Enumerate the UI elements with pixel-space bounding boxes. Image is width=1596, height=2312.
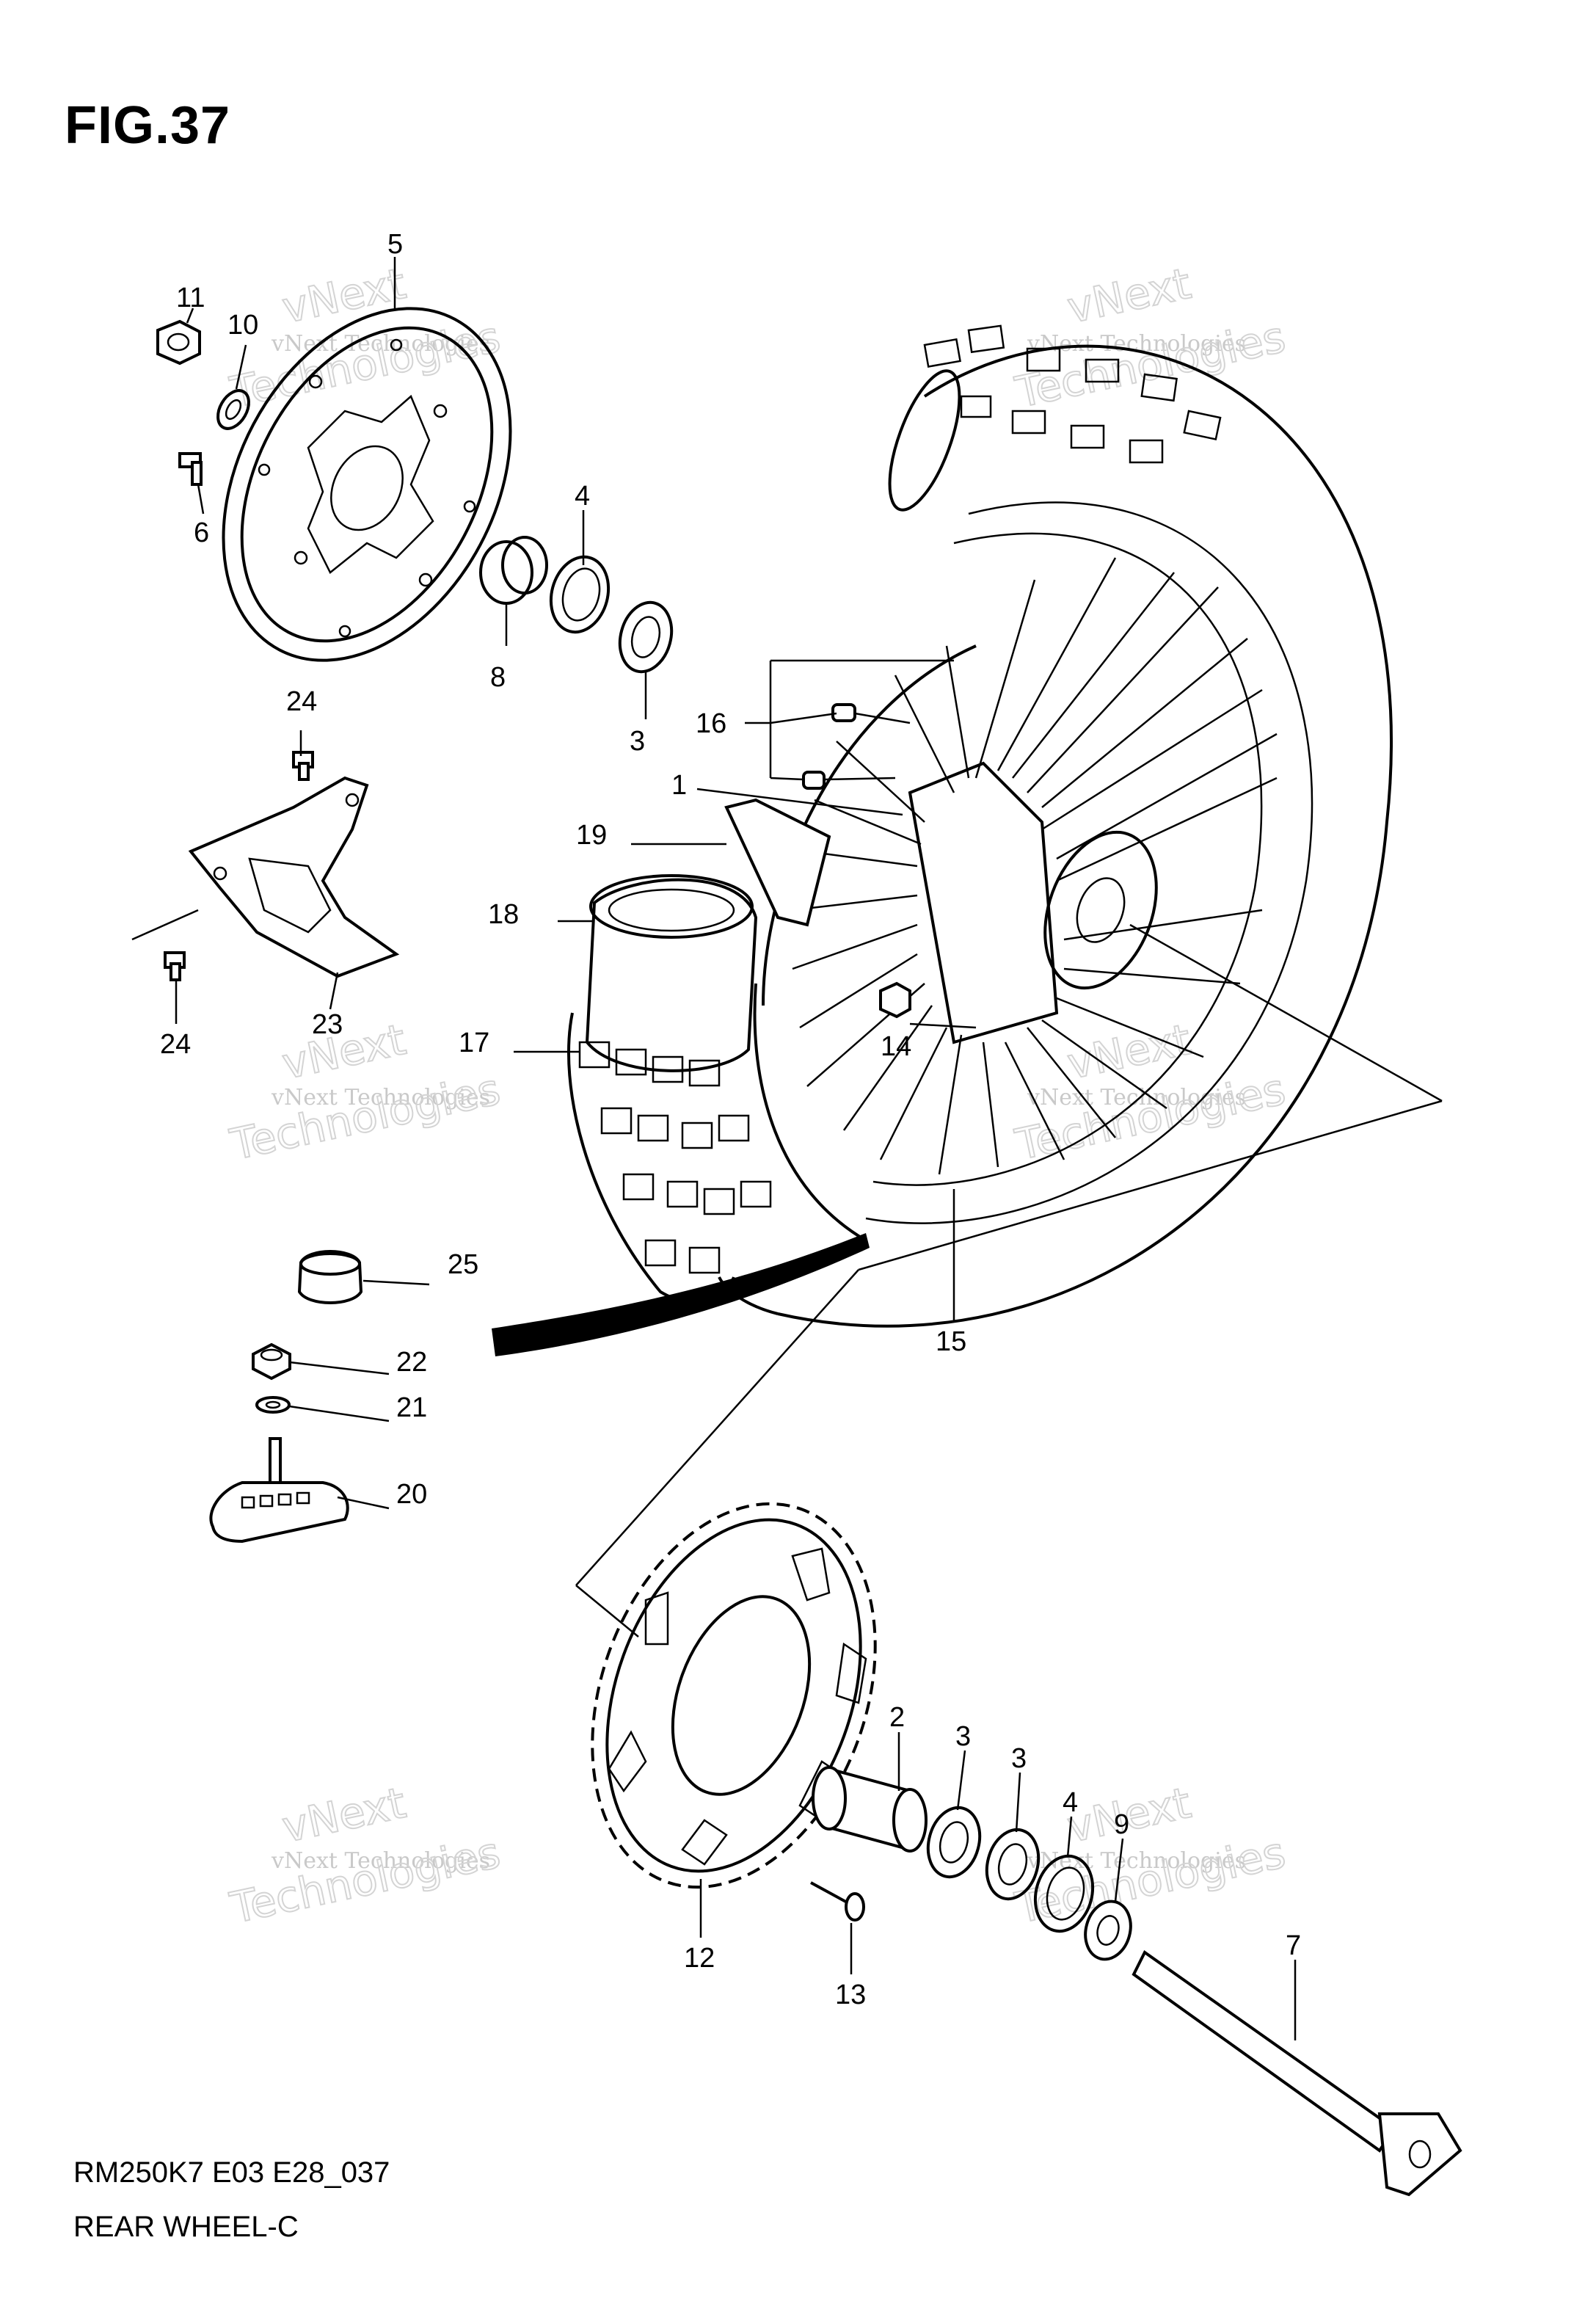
callout-label: 23 [312,1009,343,1040]
rear-wheel-assembly [718,324,1393,1328]
callout-labels: 5 11 10 6 4 8 3 16 1 24 19 18 24 23 17 1… [160,229,1301,2010]
hub-spacer-part [812,1766,928,1853]
watermark-text: vNext [278,258,410,333]
callout-label: 21 [396,1392,427,1423]
reference-lines [131,909,1443,1637]
watermark-text: vNext Technologies [1027,1085,1246,1110]
callout-label: 17 [459,1028,489,1058]
nut-part [156,319,201,366]
brake-disc-part [222,307,512,662]
callout-label: 16 [696,708,726,739]
callout-label: 10 [227,310,258,341]
watermark-text: Technologies [226,1828,505,1933]
callout-label: 8 [490,662,506,693]
callout-label: 18 [488,899,519,930]
rear-axle-part [1132,1950,1462,2197]
section-name: REAR WHEEL-C [73,2211,299,2243]
rim-band-part [724,798,831,927]
callout-label: 5 [387,229,403,260]
watermark-text: vNext Technologies [271,1085,490,1110]
oil-seal-part [549,555,611,634]
callout-label: 15 [936,1326,966,1357]
callout-label: 24 [160,1029,191,1060]
watermark-text: vNext Technologies [271,1848,490,1874]
callout-label: 3 [955,1721,971,1752]
watermark-text: vNext [278,1778,410,1853]
spoke-nipple-part [802,703,911,790]
rim-plug-part [297,1250,363,1304]
watermark-text: vNext [278,1014,410,1089]
callout-label: 22 [396,1347,427,1378]
valve-nut-part [879,981,911,1019]
inner-tube-part [585,874,758,1072]
callout-label: 6 [194,517,209,548]
rim-lock-part [209,1437,349,1544]
callout-label: 4 [575,481,590,512]
watermark-text: vNext [1063,258,1195,333]
watermark-text: vNext [1063,1014,1195,1089]
bolt-part [178,452,203,486]
callout-label: 24 [286,686,317,717]
watermark-text: vNext Technologies [1027,331,1246,357]
callout-label: 3 [630,726,645,757]
spacer-part [479,536,548,605]
callout-label: 13 [835,1980,866,2010]
washer-part [216,389,250,430]
rear-sprocket-part [591,1502,877,1889]
callout-label: 12 [684,1943,715,1974]
callout-label: 2 [889,1702,905,1733]
callout-label: 4 [1063,1787,1078,1818]
rim-section [492,1233,870,1356]
bearing-part [926,1806,982,1879]
guard-bolt-part [164,751,314,981]
callout-label: 11 [176,283,205,313]
disc-guard-part [188,776,400,978]
bearing-part [985,1828,1041,1901]
watermark-text: Technologies [226,1064,505,1170]
callout-label: 3 [1011,1743,1027,1774]
rim-lock-nut-part [252,1342,291,1381]
callout-label: 20 [396,1479,427,1510]
rim-lock-washer-part [255,1396,291,1414]
watermark-text: Technologies [1011,312,1290,418]
callout-label: 25 [448,1249,478,1280]
figure-title: FIG.37 [65,96,231,155]
callout-label: 7 [1286,1930,1301,1961]
model-code: RM250K7 E03 E28_037 [73,2156,390,2189]
collar-part [1084,1900,1132,1961]
bearing-part [618,600,674,674]
watermarks: vNext Technologies vNext Technologies vN… [225,258,1291,1934]
callout-label: 14 [881,1031,911,1062]
callout-label: 9 [1114,1809,1129,1840]
leader-lines [175,257,1297,2040]
sprocket-bolt-part [810,1881,865,1922]
oil-seal-part [1033,1854,1095,1933]
callout-label: 19 [576,820,607,851]
callout-label: 1 [671,770,687,801]
